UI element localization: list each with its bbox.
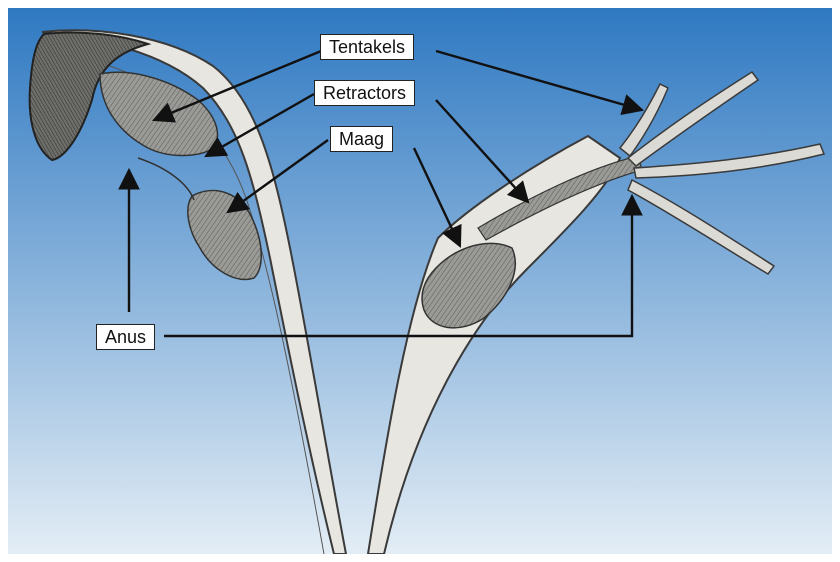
label-retractors: Retractors	[314, 80, 415, 106]
diagram-scene: Tentakels Retractors Maag Anus	[8, 8, 832, 554]
label-maag: Maag	[330, 126, 393, 152]
label-tentakels: Tentakels	[320, 34, 414, 60]
label-anus: Anus	[96, 324, 155, 350]
diagram-svg	[8, 8, 832, 554]
